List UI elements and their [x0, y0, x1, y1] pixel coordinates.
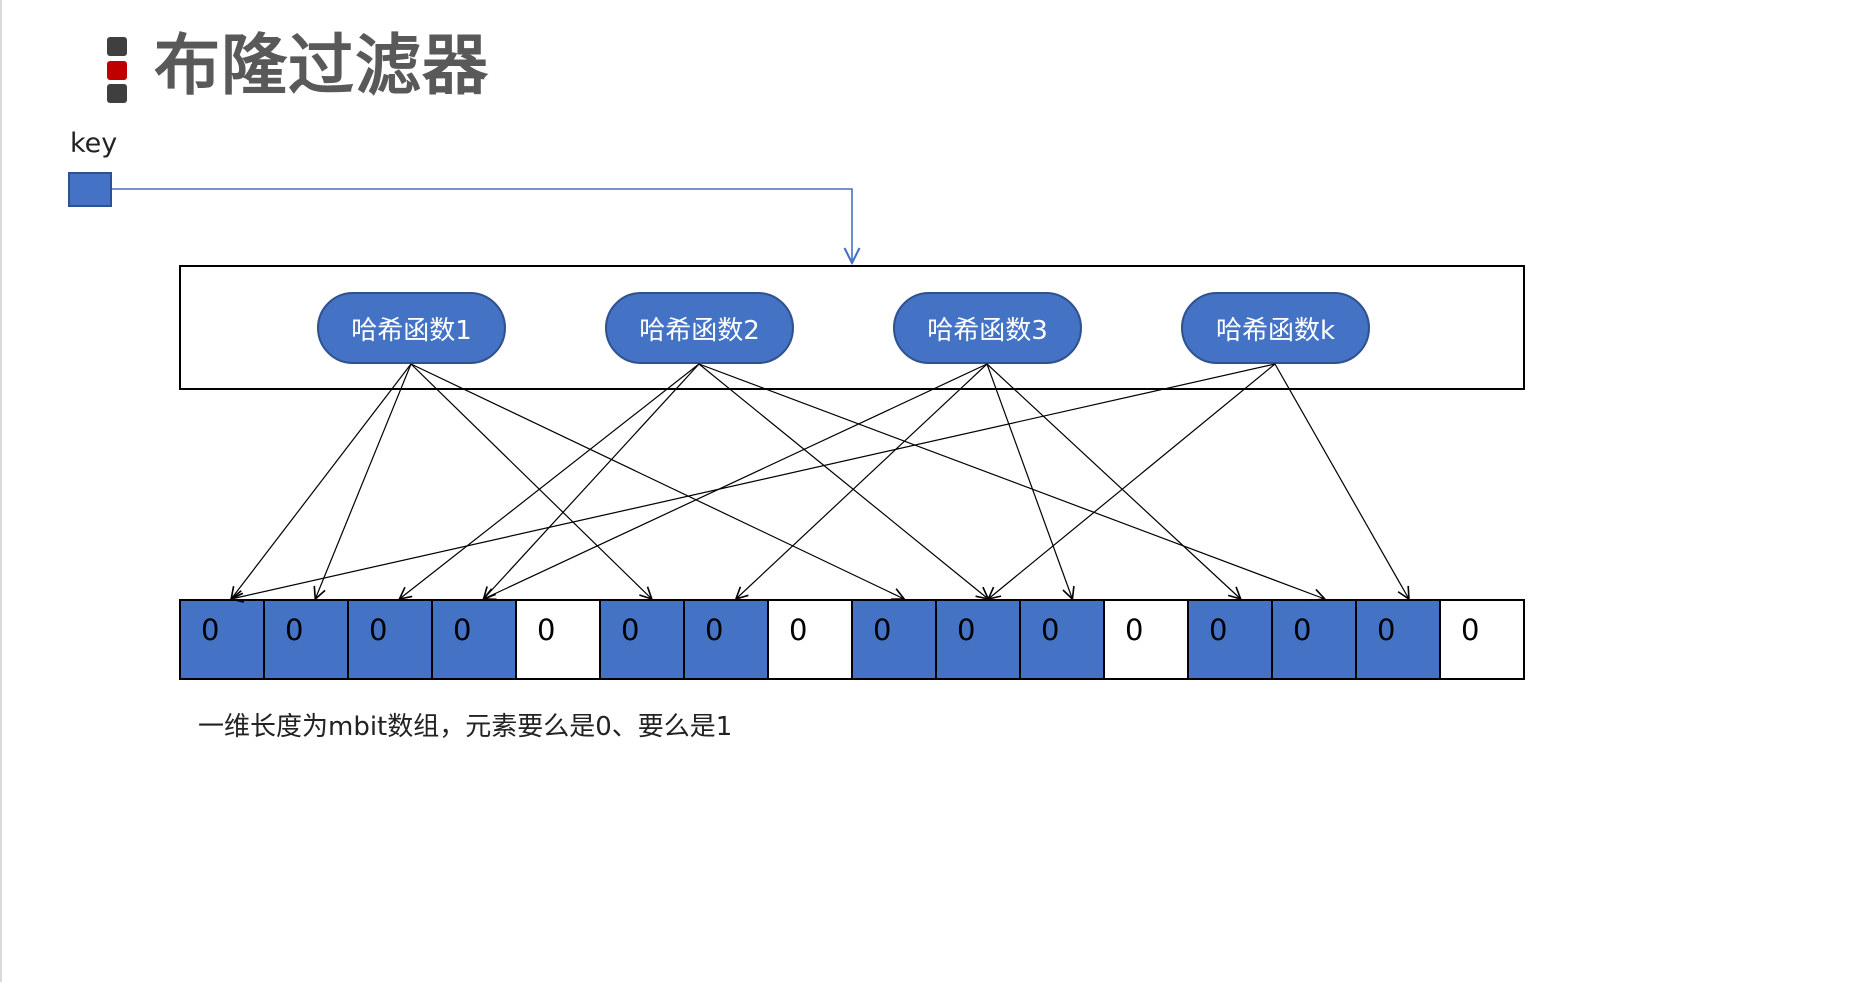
bit-cell: 0 — [517, 601, 601, 678]
bit-cell: 0 — [1357, 601, 1441, 678]
bit-cell: 0 — [769, 601, 853, 678]
hash-arrow — [484, 363, 700, 599]
bit-cell: 0 — [853, 601, 937, 678]
key-label: key — [70, 128, 118, 159]
hash-arrow — [315, 363, 412, 599]
hash-function-k: 哈希函数k — [1181, 292, 1370, 364]
bit-cell: 0 — [1105, 601, 1189, 678]
bit-cell: 0 — [1441, 601, 1523, 678]
bit-cell: 0 — [1021, 601, 1105, 678]
hash-arrow — [399, 363, 700, 599]
bit-cell: 0 — [1189, 601, 1273, 678]
key-connector-arrow — [112, 188, 852, 263]
hash-arrow — [698, 363, 988, 599]
hash-arrow — [986, 363, 1241, 599]
hash-function-2: 哈希函数2 — [605, 292, 794, 364]
key-box — [68, 172, 112, 207]
hash-arrow — [986, 363, 1072, 599]
hash-arrow — [736, 363, 988, 599]
bit-cell: 0 — [685, 601, 769, 678]
hash-arrow — [410, 363, 904, 599]
bit-cell: 0 — [1273, 601, 1357, 678]
left-border — [0, 0, 2, 982]
hash-function-1: 哈希函数1 — [317, 292, 506, 364]
hash-arrow — [698, 363, 1325, 599]
bit-cell: 0 — [433, 601, 517, 678]
hash-function-container — [179, 265, 1525, 390]
bit-cell: 0 — [937, 601, 1021, 678]
page-title: 布隆过滤器 — [154, 27, 489, 104]
hash-to-bit-arrows — [231, 363, 1409, 599]
bit-cell: 0 — [349, 601, 433, 678]
hash-arrow — [410, 363, 652, 599]
bit-cell: 0 — [181, 601, 265, 678]
title-bullet-middle — [107, 61, 127, 80]
hash-arrow — [231, 363, 412, 599]
bit-cell: 0 — [601, 601, 685, 678]
bit-array: 0 0 0 0 0 0 0 0 0 0 0 0 0 0 0 0 — [179, 599, 1525, 680]
title-bullet-top — [107, 37, 127, 56]
title-bullet-bottom — [107, 84, 127, 103]
hash-arrow — [988, 363, 1276, 599]
bit-cell: 0 — [265, 601, 349, 678]
hash-arrow — [231, 363, 1276, 599]
hash-arrow — [484, 363, 988, 599]
array-caption: 一维长度为mbit数组，元素要么是0、要么是1 — [198, 712, 733, 742]
hash-arrow — [1274, 363, 1409, 599]
hash-function-3: 哈希函数3 — [893, 292, 1082, 364]
